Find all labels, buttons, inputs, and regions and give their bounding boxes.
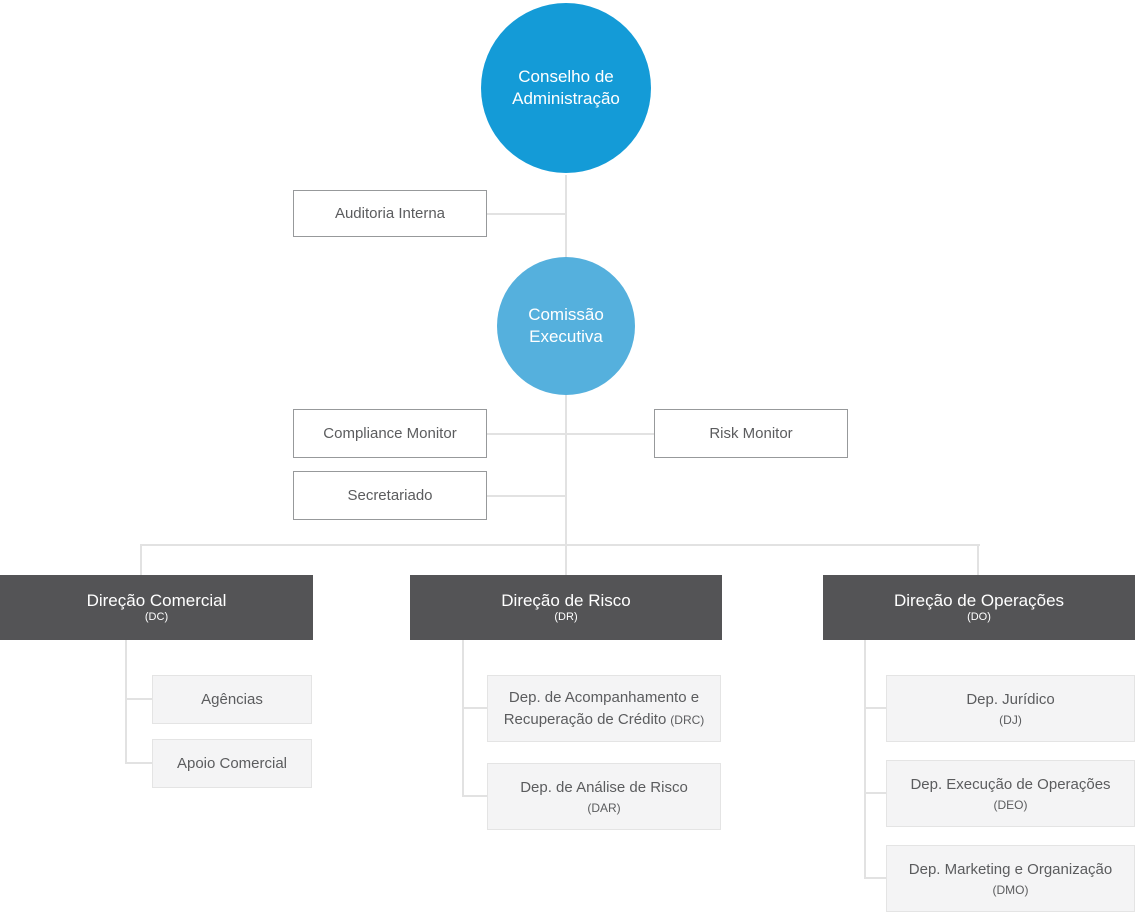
dj-label: Dep. Jurídico: [966, 690, 1055, 708]
direcao-operacoes-title: Direção de Operações: [893, 591, 1065, 610]
line-stub-apoio: [126, 762, 152, 764]
org-node-risk-monitor: Risk Monitor: [654, 409, 848, 458]
drc-code: (DRC): [670, 712, 705, 727]
org-node-apoio-comercial: Apoio Comercial: [152, 739, 312, 788]
secretariado-label: Secretariado: [347, 487, 433, 504]
line-risco-children: [462, 640, 464, 797]
risk-label: Risk Monitor: [709, 425, 793, 442]
org-node-dep-acompanhamento-recuperacao-credito: Dep. de Acompanhamento e Recuperação de …: [487, 675, 721, 742]
deo-code: (DEO): [993, 797, 1028, 812]
org-node-compliance-monitor: Compliance Monitor: [293, 409, 487, 458]
line-drop-operacoes: [977, 545, 979, 575]
org-node-auditoria-interna: Auditoria Interna: [293, 190, 487, 237]
drc-label-line2-text: Recuperação de Crédito: [503, 710, 667, 728]
line-drop-comercial: [140, 545, 142, 575]
board-label-line1: Conselho de: [518, 67, 614, 86]
line-executive-to-departments: [565, 393, 567, 576]
org-node-direcao-comercial: Direção Comercial (DC): [0, 575, 313, 640]
line-auditoria-connector: [487, 213, 566, 215]
executive-label-line1: Comissão: [528, 305, 604, 324]
line-board-to-executive: [565, 175, 567, 258]
line-comercial-children: [125, 640, 127, 764]
compliance-label: Compliance Monitor: [323, 425, 457, 442]
line-stub-deo: [865, 792, 886, 794]
line-compliance-risk-connector: [487, 433, 654, 435]
direcao-risco-title: Direção de Risco: [501, 591, 631, 610]
org-node-secretariado: Secretariado: [293, 471, 487, 520]
org-node-comissao-executiva: Comissão Executiva: [497, 257, 635, 395]
drc-label-line1: Dep. de Acompanhamento e: [508, 688, 700, 706]
dar-label: Dep. de Análise de Risco: [520, 778, 688, 796]
direcao-risco-code: (DR): [554, 611, 578, 623]
org-node-dep-juridico: Dep. Jurídico (DJ): [886, 675, 1135, 742]
org-node-dep-analise-de-risco: Dep. de Análise de Risco (DAR): [487, 763, 721, 830]
direcao-comercial-code: (DC): [144, 611, 169, 623]
deo-label: Dep. Execução de Operações: [910, 775, 1111, 793]
org-node-dep-execucao-de-operacoes: Dep. Execução de Operações (DEO): [886, 760, 1135, 827]
dmo-code: (DMO): [992, 882, 1029, 897]
org-node-direcao-de-operacoes: Direção de Operações (DO): [823, 575, 1135, 640]
org-node-agencias: Agências: [152, 675, 312, 724]
executive-label-line2: Executiva: [529, 327, 603, 346]
line-department-branch: [140, 544, 980, 546]
org-node-dep-marketing-e-organizacao: Dep. Marketing e Organização (DMO): [886, 845, 1135, 912]
auditoria-label: Auditoria Interna: [334, 205, 446, 222]
line-stub-dmo: [865, 877, 886, 879]
direcao-comercial-title: Direção Comercial: [86, 591, 227, 610]
line-operacoes-children: [864, 640, 866, 879]
direcao-operacoes-code: (DO): [967, 611, 991, 623]
dmo-label: Dep. Marketing e Organização: [908, 860, 1113, 878]
org-node-direcao-de-risco: Direção de Risco (DR): [410, 575, 722, 640]
line-stub-drc: [463, 707, 487, 709]
org-node-conselho-administracao: Conselho de Administração: [481, 3, 651, 173]
agencias-label: Agências: [201, 690, 263, 708]
board-label-line2: Administração: [512, 89, 620, 108]
line-stub-agencias: [126, 698, 152, 700]
line-stub-dar: [463, 795, 487, 797]
dar-code: (DAR): [587, 800, 621, 815]
line-stub-dj: [865, 707, 886, 709]
line-secretariado-connector: [487, 495, 566, 497]
apoio-comercial-label: Apoio Comercial: [176, 754, 288, 772]
drc-label-line2: Recuperação de Crédito(DRC): [504, 709, 705, 731]
dj-code: (DJ): [999, 712, 1022, 727]
